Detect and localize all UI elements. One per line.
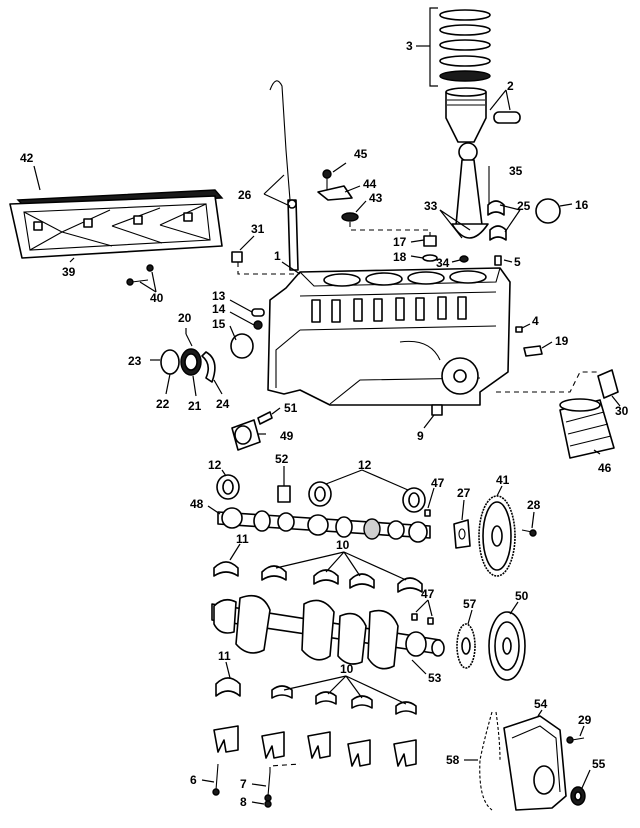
piston <box>445 87 521 143</box>
callout-52: 52 <box>275 452 289 466</box>
callout-11b: 11 <box>218 649 231 663</box>
block-left-parts <box>150 299 265 397</box>
callout-26: 26 <box>238 188 252 202</box>
callout-17: 17 <box>393 235 407 249</box>
callout-12a: 12 <box>208 458 222 472</box>
callout-34: 34 <box>436 256 450 270</box>
callout-1: 1 <box>274 249 281 263</box>
callout-43: 43 <box>369 191 383 205</box>
bearing-caps <box>213 725 417 767</box>
dipstick <box>263 80 299 271</box>
main-bearings-lower <box>215 661 417 715</box>
callout-48: 48 <box>190 497 204 511</box>
callout-49: 49 <box>280 429 294 443</box>
callout-57: 57 <box>463 597 477 611</box>
cover-bolt <box>566 725 585 744</box>
timing-chain <box>464 711 501 811</box>
callout-7: 7 <box>240 777 247 791</box>
piston-rings <box>416 7 491 87</box>
callout-16: 16 <box>575 198 589 212</box>
oil-filter <box>559 398 615 459</box>
camshaft <box>207 505 431 543</box>
callout-42: 42 <box>20 151 34 165</box>
callout-53: 53 <box>428 671 442 685</box>
callout-9: 9 <box>417 429 424 443</box>
callout-47a: 47 <box>431 476 445 490</box>
thrust-plate <box>453 499 471 549</box>
callout-55: 55 <box>592 757 606 771</box>
callout-46: 46 <box>598 461 612 475</box>
cap-bolts <box>201 763 301 808</box>
callout-40: 40 <box>150 291 164 305</box>
callout-29: 29 <box>578 713 592 727</box>
callout-23: 23 <box>128 354 142 368</box>
gear-bolt <box>521 511 537 537</box>
crank-plugs <box>411 599 434 625</box>
fuel-pump <box>231 407 281 451</box>
callout-47b: 47 <box>421 587 435 601</box>
main-bearings-upper <box>213 543 423 593</box>
callout-27: 27 <box>457 486 471 500</box>
callout-33: 33 <box>424 199 438 213</box>
front-seal <box>570 769 591 806</box>
callout-35: 35 <box>509 164 523 178</box>
cylinder-block <box>267 261 511 406</box>
valve-cover <box>9 165 224 263</box>
timing-cover <box>503 709 567 811</box>
callout-51: 51 <box>284 401 298 415</box>
temp-sender <box>231 235 300 275</box>
callout-50: 50 <box>515 589 529 603</box>
callout-41: 41 <box>496 473 510 487</box>
callout-20: 20 <box>178 311 192 325</box>
callout-24: 24 <box>216 397 230 411</box>
block-right-parts <box>423 341 621 429</box>
callout-11a: 11 <box>236 532 249 546</box>
expansion-plug <box>535 198 573 224</box>
rod-bearings <box>487 200 521 241</box>
connecting-rod <box>439 142 490 239</box>
callout-30: 30 <box>615 404 629 418</box>
callout-14: 14 <box>212 302 226 316</box>
callout-10b: 10 <box>340 662 354 676</box>
callout-4: 4 <box>532 314 539 328</box>
callout-8: 8 <box>240 795 247 809</box>
callout-22: 22 <box>156 397 170 411</box>
callout-2: 2 <box>507 79 514 93</box>
small-plugs <box>494 255 531 333</box>
callout-21: 21 <box>188 399 202 413</box>
callout-28: 28 <box>527 498 541 512</box>
callout-44: 44 <box>363 177 377 191</box>
callout-12b: 12 <box>358 458 372 472</box>
callout-3: 3 <box>406 39 413 53</box>
breather-parts <box>317 162 469 263</box>
callout-10a: 10 <box>336 538 350 552</box>
callout-19: 19 <box>555 334 569 348</box>
cam-bearings <box>216 466 435 517</box>
callout-6: 6 <box>190 773 197 787</box>
crankshaft <box>211 594 445 675</box>
callout-18: 18 <box>393 250 407 264</box>
callout-54: 54 <box>534 697 548 711</box>
callout-25: 25 <box>517 199 531 213</box>
cam-gear <box>478 485 516 577</box>
callout-58: 58 <box>446 753 460 767</box>
cover-bolts <box>126 264 157 293</box>
callout-45: 45 <box>354 147 368 161</box>
callout-13: 13 <box>212 289 226 303</box>
callout-39: 39 <box>62 265 76 279</box>
callout-15: 15 <box>212 317 226 331</box>
crank-sprocket <box>456 609 476 669</box>
callout-5: 5 <box>514 255 521 269</box>
callout-labels: 3 2 45 35 42 44 26 43 33 25 16 31 17 1 1… <box>20 39 629 809</box>
callout-31: 31 <box>251 222 265 236</box>
harmonic-balancer <box>488 601 526 681</box>
